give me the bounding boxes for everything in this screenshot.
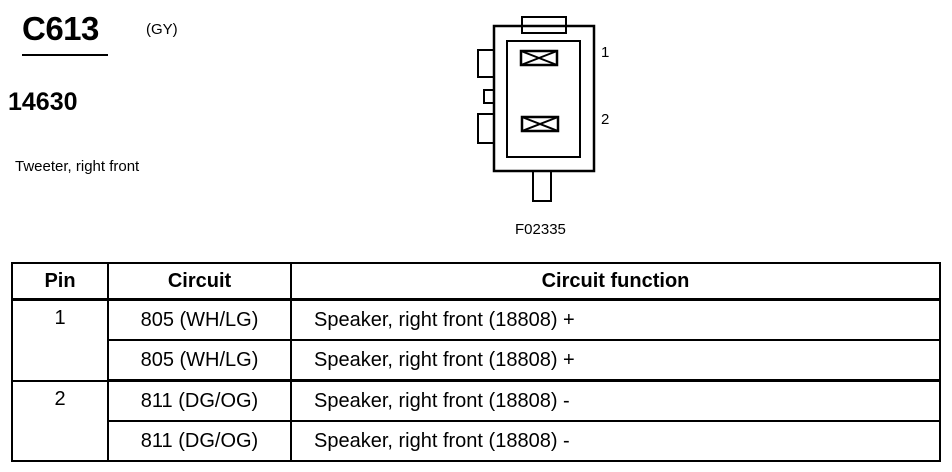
header-pin: Pin xyxy=(11,262,109,301)
function-cell: Speaker, right front (18808) + xyxy=(290,298,941,341)
function-cell: Speaker, right front (18808) - xyxy=(290,379,941,422)
circuit-cell: 805 (WH/LG) xyxy=(107,298,292,341)
connector-id-underline xyxy=(22,54,108,56)
figure-id: F02335 xyxy=(515,221,566,238)
function-cell: Speaker, right front (18808) + xyxy=(290,339,941,382)
side-tab-middle xyxy=(483,89,495,104)
table-header-row: Pin Circuit Circuit function xyxy=(11,262,941,301)
side-tab-bottom xyxy=(477,113,495,144)
connector-description: Tweeter, right front xyxy=(15,158,140,175)
table-row: 1 805 (WH/LG) Speaker, right front (1880… xyxy=(11,298,941,382)
table-row: 811 (DG/OG) Speaker, right front (18808)… xyxy=(12,420,941,462)
header-circuit: Circuit xyxy=(107,262,292,301)
table-row: 805 (WH/LG) Speaker, right front (18808)… xyxy=(12,339,941,382)
circuit-cell: 805 (WH/LG) xyxy=(107,339,292,382)
connector-color: (GY) xyxy=(146,21,178,38)
terminal-2-icon xyxy=(520,115,560,133)
part-number: 14630 xyxy=(8,88,78,116)
connector-id: C613 xyxy=(22,10,99,47)
header-circuit-function: Circuit function xyxy=(290,262,941,301)
circuit-cell: 811 (DG/OG) xyxy=(107,420,292,462)
connector-post xyxy=(532,170,552,202)
function-cell: Speaker, right front (18808) - xyxy=(290,420,941,462)
pin-cell: 2 xyxy=(11,379,109,462)
circuit-cell: 811 (DG/OG) xyxy=(107,379,292,422)
terminal-1-icon xyxy=(519,49,559,67)
connector-cavity xyxy=(506,40,581,158)
table-row: 2 811 (DG/OG) Speaker, right front (1880… xyxy=(11,379,941,462)
pin-cell: 1 xyxy=(11,298,109,382)
side-tab-top xyxy=(477,49,495,78)
connector-diagram: 1 2 xyxy=(477,16,609,202)
pin-label-2: 2 xyxy=(601,111,609,128)
pin-label-1: 1 xyxy=(601,44,609,61)
pin-table: Pin Circuit Circuit function 1 805 (WH/L… xyxy=(11,262,941,462)
